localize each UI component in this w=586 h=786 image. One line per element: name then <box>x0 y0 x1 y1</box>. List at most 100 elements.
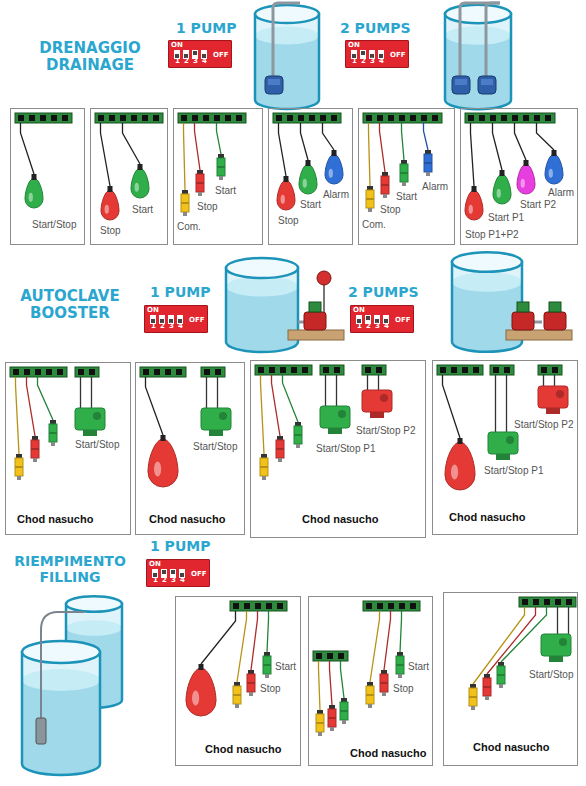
probe-cap <box>498 662 504 666</box>
terminal-strip <box>178 113 246 123</box>
probe-cap <box>182 190 188 194</box>
terminal-screw <box>291 367 297 373</box>
float-highlight <box>192 691 199 706</box>
tank-body <box>255 14 319 109</box>
float-cable <box>471 123 475 186</box>
terminal-screw <box>462 367 468 373</box>
float-highlight <box>451 465 458 480</box>
submersible-pump <box>36 718 46 744</box>
terminal-screw <box>181 115 187 121</box>
dip-label: 4 <box>384 322 389 330</box>
switch-label: Start <box>274 661 297 673</box>
float-switch <box>277 180 295 210</box>
probe-wire <box>217 123 222 154</box>
suction-pipe <box>298 321 304 324</box>
terminal-strip <box>95 113 163 123</box>
terminal-screw <box>89 369 95 375</box>
terminal-strip <box>519 597 576 607</box>
warning-label: Chod nasucho <box>472 741 550 754</box>
switch-label: Start/Stop <box>31 219 77 231</box>
terminal-screw <box>523 115 529 121</box>
dip-label: 1 <box>175 57 180 65</box>
pressure-switch <box>201 408 231 430</box>
pressure-switch <box>362 390 392 412</box>
terminal-strip <box>363 601 420 611</box>
switch-label: Start <box>299 199 322 211</box>
dip-label: 2 <box>361 57 366 65</box>
switch-wire <box>80 377 81 408</box>
level-probe <box>247 674 255 692</box>
switch-wire <box>378 375 379 390</box>
switch-wire <box>543 375 544 386</box>
float-highlight <box>281 195 285 204</box>
water-surface <box>66 620 122 636</box>
tank-water <box>22 680 100 775</box>
dip-label: 2 <box>184 57 189 65</box>
terminal-strip <box>362 365 386 375</box>
section-title: DRENAGGIO DRAINAGE <box>28 40 152 75</box>
warning-label: Chod nasucho <box>204 743 282 756</box>
switch-label: Start <box>407 661 430 673</box>
tank <box>445 3 511 109</box>
terminal-screw <box>154 369 160 375</box>
terminal-screw <box>512 115 518 121</box>
level-probe <box>31 440 39 458</box>
dip-label: ON <box>147 306 159 314</box>
float-cap <box>306 160 311 166</box>
tank-outline <box>22 652 100 775</box>
switch-wire <box>557 607 558 634</box>
terminal-screw <box>233 603 239 609</box>
float-cap <box>472 186 477 192</box>
water-surface <box>22 669 100 691</box>
terminal-strip <box>75 367 99 377</box>
float-switch <box>131 168 149 198</box>
dip-label: 2 <box>162 576 167 584</box>
terminal-screw <box>302 367 308 373</box>
switch-label: Start/Stop <box>192 441 238 453</box>
section-title: AUTOCLAVE BOOSTER <box>6 288 134 323</box>
terminal-screw <box>421 115 427 121</box>
float-switch <box>493 174 511 204</box>
pump-motor <box>268 79 280 85</box>
dip-label: 2 <box>160 322 165 330</box>
dip-label: OFF <box>213 51 229 59</box>
dip-switch: ON1234OFF <box>345 40 409 68</box>
dip-lever <box>162 570 166 574</box>
float-cable <box>146 377 164 435</box>
pump-switch <box>549 302 561 312</box>
probe-band <box>366 198 374 200</box>
terminal-screw <box>338 653 344 659</box>
terminal-screw <box>377 115 383 121</box>
switch-label: Alarm <box>421 181 449 193</box>
discharge-pipe <box>273 3 300 76</box>
pressure-switch-screw <box>93 412 101 420</box>
probe-cap <box>295 422 301 426</box>
float-cable <box>201 611 236 664</box>
tank-water <box>255 36 319 109</box>
fill-hose <box>41 612 84 718</box>
terminal-screw <box>493 367 499 373</box>
wiring-panel: Start/StopChod nasucho <box>135 362 245 535</box>
probe-band <box>196 182 204 184</box>
terminal-screw <box>13 369 19 375</box>
pressure-switch <box>488 432 518 454</box>
probe-tip <box>426 172 430 176</box>
float-cable <box>21 123 35 174</box>
float-cable <box>101 123 111 186</box>
terminal-screw <box>388 603 394 609</box>
probe-band <box>49 432 57 434</box>
terminal-strip <box>10 367 67 377</box>
dip-label: 4 <box>379 57 384 65</box>
level-probe <box>217 158 225 176</box>
tank-body <box>22 652 100 775</box>
float-switch <box>325 154 343 184</box>
probe-cap <box>277 436 283 440</box>
dip-label: OFF <box>390 51 406 59</box>
tank-outline <box>255 14 319 109</box>
wiring-panel: StartStop <box>90 108 168 245</box>
probe-cap <box>197 170 203 174</box>
probe-band <box>247 682 255 684</box>
terminal-screw <box>468 115 474 121</box>
probe-band <box>366 694 374 696</box>
terminal-screw <box>269 367 275 373</box>
